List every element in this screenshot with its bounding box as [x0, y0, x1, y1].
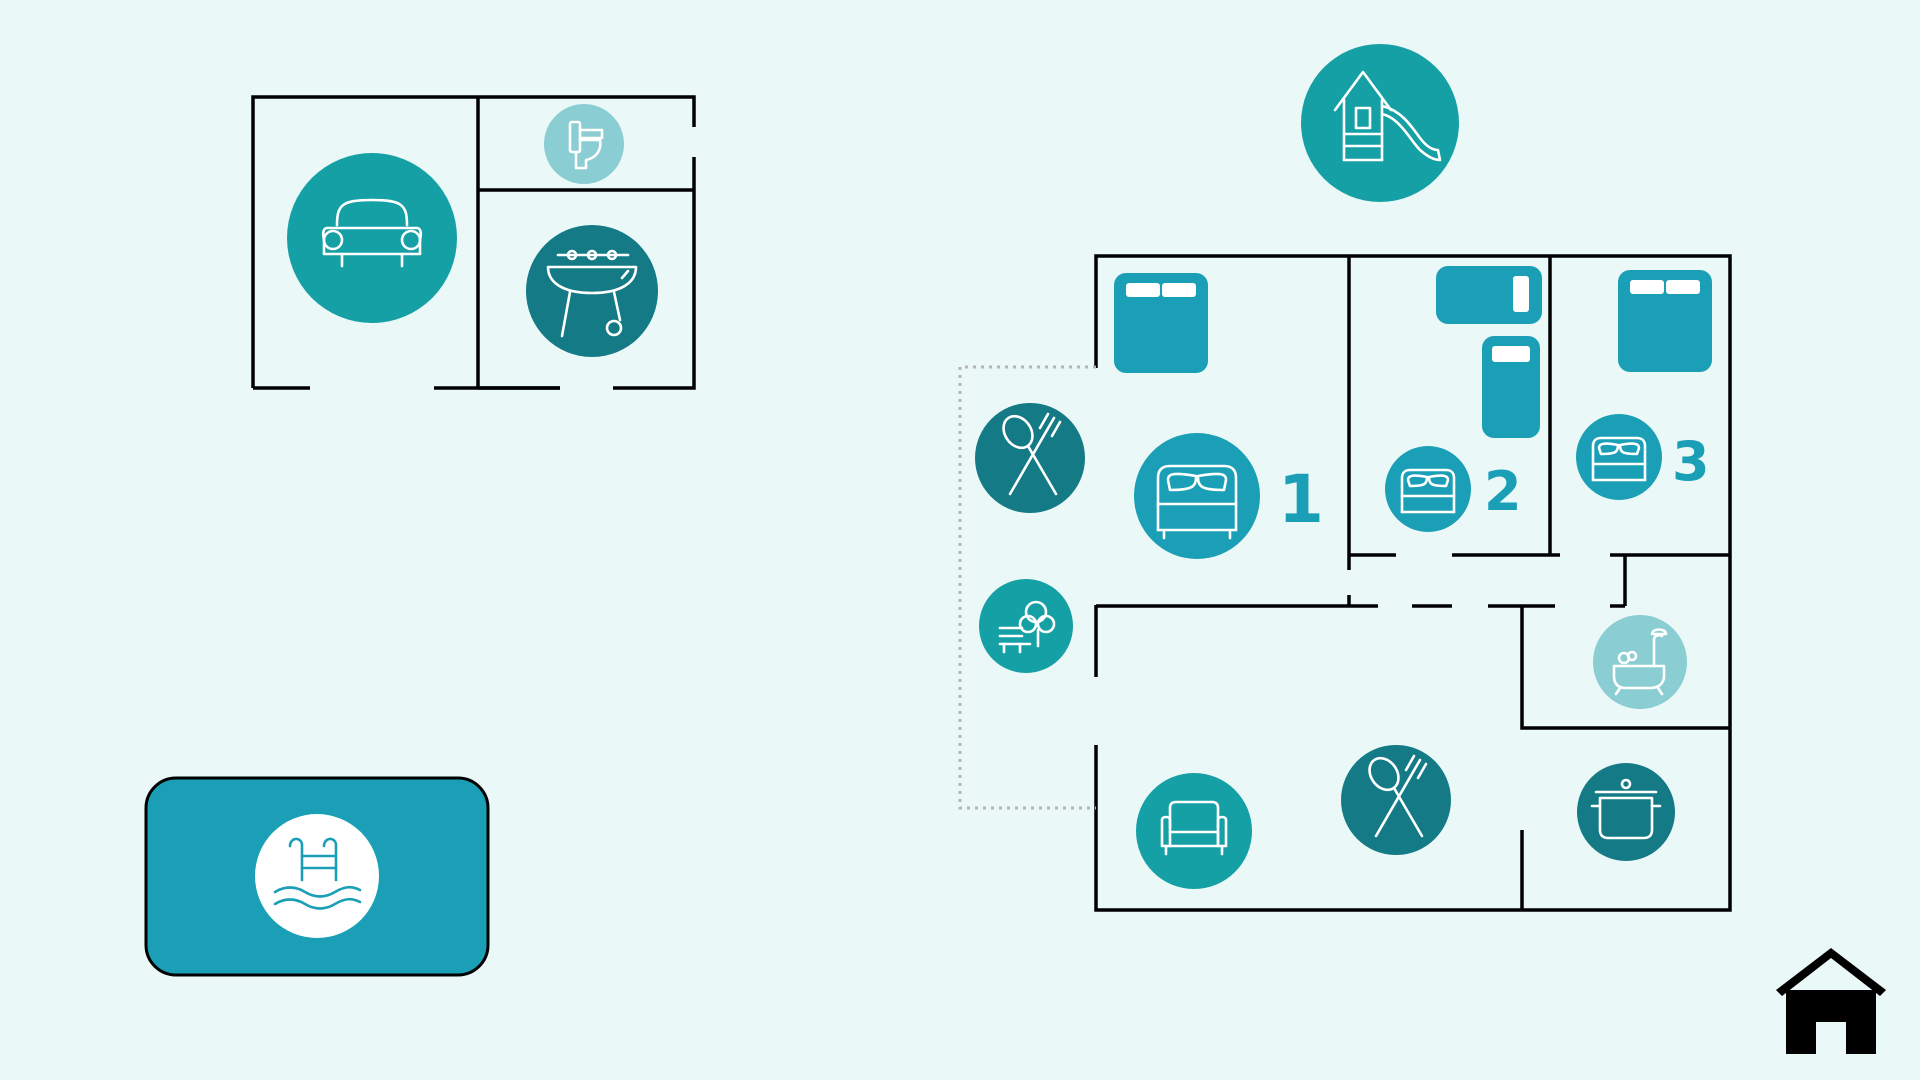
cooking-pot-icon: [1577, 763, 1675, 861]
bedroom-3: 3: [1576, 270, 1712, 500]
single-bed-vertical: [1482, 336, 1540, 438]
playhouse-slide-icon: [1301, 44, 1459, 202]
dining-utensils-icon: [975, 403, 1085, 513]
room-number-3: 3: [1672, 430, 1710, 493]
bed-shape: [1618, 270, 1712, 372]
garden-bench-icon: [979, 579, 1073, 673]
bedroom-2: 2: [1385, 266, 1542, 532]
swimming-pool-icon: [255, 814, 379, 938]
main-house-walls: [1094, 254, 1732, 912]
double-bed-icon: [1385, 446, 1471, 532]
outbuilding: [251, 95, 696, 390]
bathtub-shower-icon: [1593, 615, 1687, 709]
dining-utensils-icon: [1341, 745, 1451, 855]
toilet-icon: [544, 104, 624, 184]
home-icon[interactable]: [1776, 948, 1886, 1054]
room-number-1: 1: [1278, 461, 1324, 538]
bed-shape: [1114, 273, 1208, 373]
single-bed-horizontal: [1436, 266, 1542, 324]
room-number-2: 2: [1484, 460, 1522, 523]
car-icon: [287, 153, 457, 323]
barbecue-icon: [526, 225, 658, 357]
armchair-icon: [1136, 773, 1252, 889]
double-bed-icon: [1134, 433, 1260, 559]
bedroom-1: 1: [1114, 273, 1324, 559]
pool: [144, 776, 490, 977]
double-bed-icon: [1576, 414, 1662, 500]
